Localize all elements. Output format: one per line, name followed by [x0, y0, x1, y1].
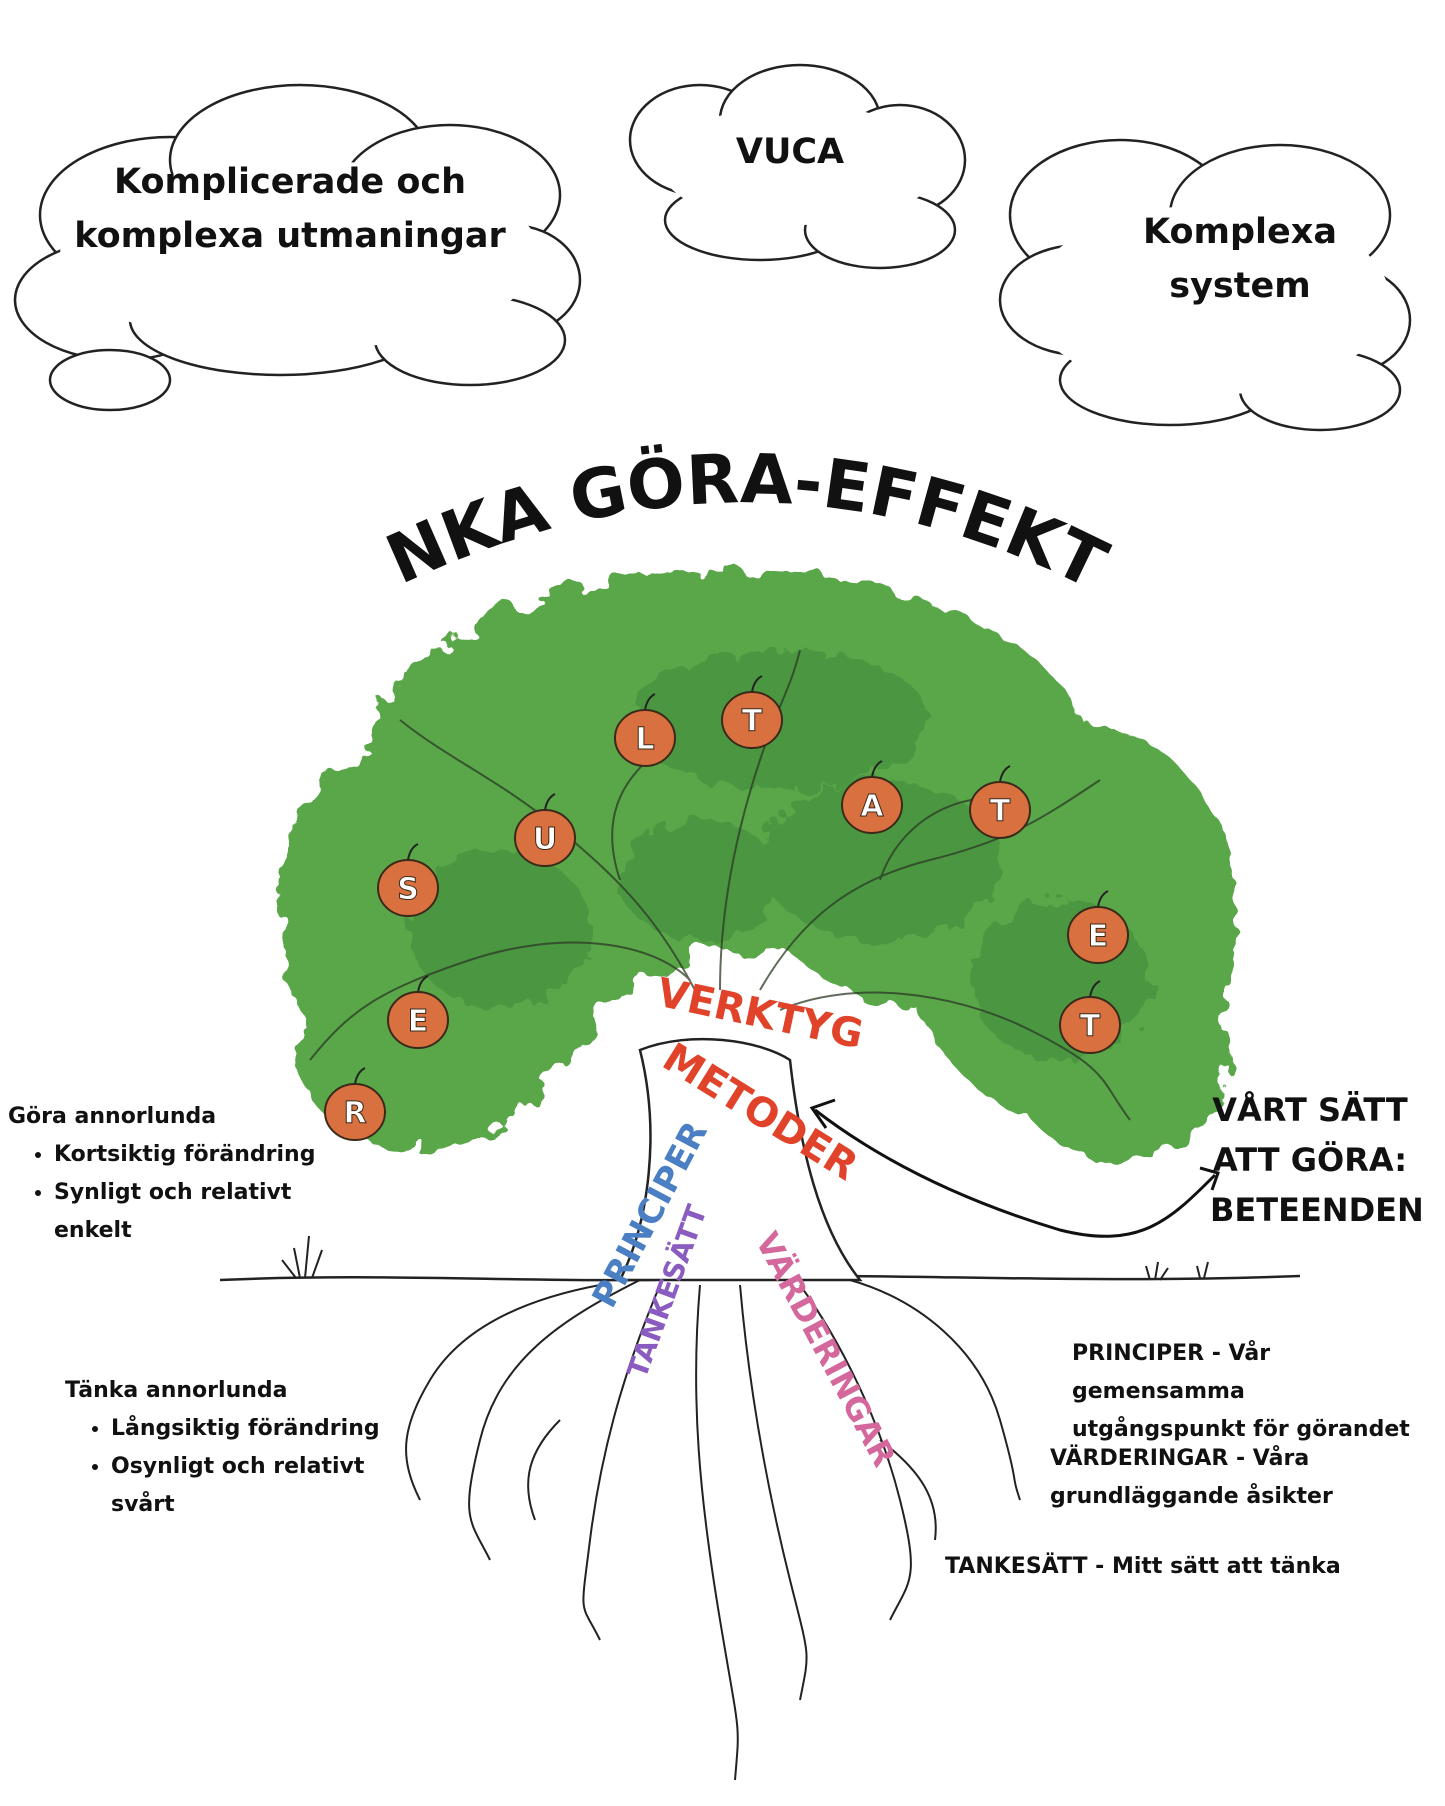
fruit-letter: S: [397, 872, 419, 907]
think-differently-heading: Tänka annorlunda: [65, 1378, 288, 1403]
fruit: T: [1059, 980, 1121, 1054]
fruit: T: [969, 765, 1031, 839]
cloud-complicated: [13, 83, 582, 412]
fruit-letter: U: [533, 822, 557, 857]
fruit: S: [377, 843, 439, 917]
fruit: R: [324, 1067, 386, 1141]
tree-roots: [405, 1279, 1021, 1781]
cloud-vuca: [628, 63, 967, 270]
fruit-letter: E: [1088, 919, 1109, 954]
think-differently-block: Tänka annorlunda Långsiktig förändring O…: [65, 1372, 425, 1524]
cloud-vuca-text: VUCA: [735, 132, 845, 172]
behavior-label: VÅRT SÄTT ATT GÖRA: BETEENDEN: [1210, 1091, 1424, 1229]
behavior-arrow-head: [809, 1098, 1220, 1191]
fruit-group: R E S U L T A T E T: [324, 675, 1129, 1141]
fruit-letter: R: [343, 1096, 366, 1131]
do-differently-heading: Göra annorlunda: [8, 1104, 217, 1129]
think-differently-bullet: Osynligt och relativt svårt: [111, 1448, 425, 1524]
think-differently-bullet: Långsiktig förändring: [111, 1410, 425, 1448]
fruit-letter: A: [860, 789, 884, 824]
do-differently-bullet: Synligt och relativt enkelt: [54, 1174, 348, 1250]
fruit: E: [1067, 890, 1129, 964]
fruit-letter: E: [408, 1004, 429, 1039]
fruit: L: [614, 693, 676, 767]
fruit: T: [721, 675, 783, 749]
fruit-letter: T: [990, 794, 1011, 829]
fruit-letter: L: [635, 722, 654, 757]
definition-values: VÄRDERINGAR - Våra grundläggande åsikter: [1050, 1446, 1333, 1509]
definition-mindset: TANKESÄTT - Mitt sätt att tänka: [945, 1554, 1341, 1579]
fruit: E: [387, 975, 449, 1049]
cloud-complex-systems-text: Komplexa system: [1142, 212, 1337, 306]
cloud-complicated-text: Komplicerade och komplexa utmaningar: [74, 162, 506, 256]
behavior-arrow: [814, 1108, 1217, 1238]
cloud-complex-systems: [998, 138, 1412, 432]
grass-tufts: [281, 1235, 1209, 1281]
fruit-letter: T: [1080, 1009, 1101, 1044]
do-differently-block: Göra annorlunda Kortsiktig förändring Sy…: [8, 1098, 348, 1250]
definition-principles: PRINCIPER - Vår gemensamma utgångspunkt …: [1072, 1341, 1410, 1442]
tree-trunk: [617, 1037, 863, 1282]
fruit: U: [514, 793, 576, 867]
do-differently-bullet: Kortsiktig förändring: [54, 1136, 348, 1174]
fruit-letter: T: [742, 704, 763, 739]
fruit: A: [841, 760, 903, 834]
